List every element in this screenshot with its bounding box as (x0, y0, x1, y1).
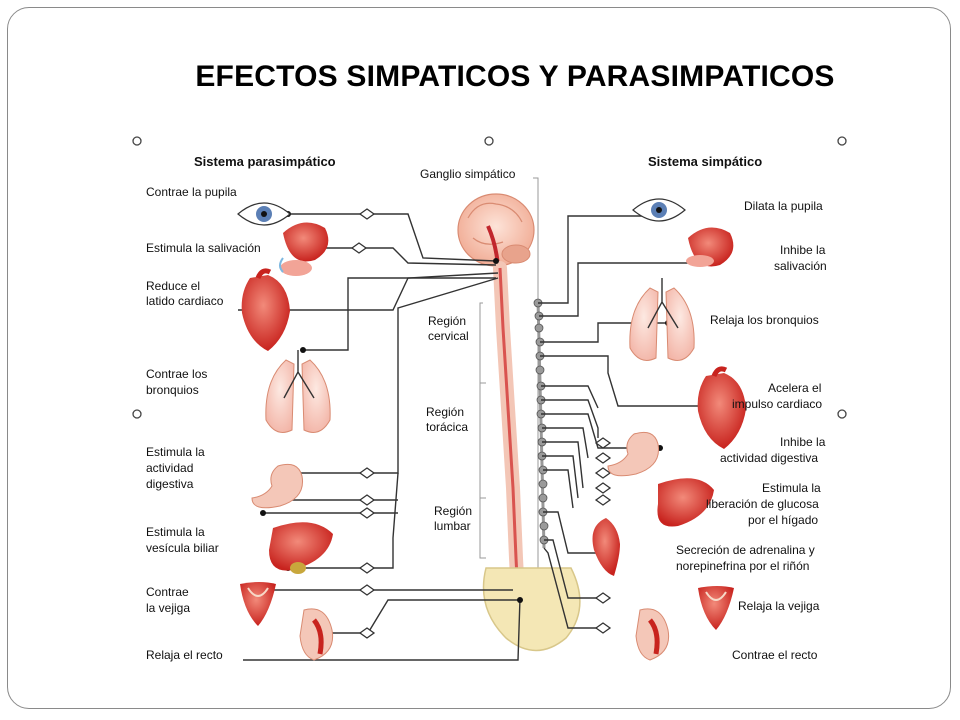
liver-icon-left (269, 522, 333, 574)
parasympathetic-heading: Sistema parasimpático (194, 154, 336, 169)
ganglion-label: Ganglio simpático (420, 167, 516, 181)
symp-label-heart-2: impulso cardiaco (732, 397, 822, 411)
salivary-gland-icon-left (279, 222, 329, 276)
symp-label-bladder: Relaja la vejiga (738, 599, 820, 613)
liver-icon-right (657, 478, 714, 527)
para-label-heart-2: latido cardiaco (146, 294, 224, 308)
sympathetic-wiring (538, 215, 703, 629)
region-thoracic-label-1: Región (426, 405, 464, 419)
symp-label-liver-2: liberación de glucosa (706, 497, 819, 511)
region-cervical-label-2: cervical (428, 329, 469, 343)
parasympathetic-ganglia (350, 208, 376, 639)
heart-icon-left (241, 268, 290, 351)
para-label-rectum: Relaja el recto (146, 648, 223, 662)
symp-label-kidney-1: Secreción de adrenalina y (676, 543, 815, 557)
slide-title: EFECTOS SIMPATICOS Y PARASIMPATICOS (195, 60, 835, 93)
para-label-pupil: Contrae la pupila (146, 185, 237, 199)
sympathetic-heading: Sistema simpático (648, 154, 762, 169)
symp-label-liver-3: por el hígado (748, 513, 818, 527)
para-label-bronchi-1: Contrae los (146, 367, 207, 381)
para-label-bronchi-2: bronquios (146, 383, 199, 397)
stomach-icon-left (251, 463, 304, 509)
para-label-gallbladder-2: vesícula biliar (146, 541, 219, 555)
symp-label-liver-1: Estimula la (762, 481, 821, 495)
sympathetic-labels: Dilata la pupila Inhibe la salivación Re… (676, 199, 827, 662)
lungs-icon-right (629, 278, 695, 361)
para-label-saliva: Estimula la salivación (146, 241, 261, 255)
para-label-digest-3: digestiva (146, 477, 194, 491)
symp-label-saliva-1: Inhibe la (780, 243, 826, 257)
brain-illustration (457, 193, 535, 267)
sympathetic-chain (533, 298, 549, 549)
symp-label-pupil: Dilata la pupila (744, 199, 823, 213)
region-cervical-label-1: Región (428, 314, 466, 328)
region-thoracic-label-2: torácica (426, 420, 468, 434)
slide-frame (7, 7, 951, 709)
region-lumbar-label-2: lumbar (434, 519, 471, 533)
para-label-heart-1: Reduce el (146, 279, 200, 293)
heart-icon-right (697, 366, 746, 449)
stomach-icon-right (607, 431, 660, 477)
region-lumbar-label-1: Región (434, 504, 472, 518)
selection-handles[interactable] (132, 136, 847, 419)
symp-label-digest-1: Inhibe la (780, 435, 826, 449)
nervous-system-diagram: Sistema parasimpático Sistema simpático … (128, 128, 852, 671)
para-label-bladder-2: la vejiga (146, 601, 190, 615)
parasympathetic-wiring (238, 213, 521, 661)
parasympathetic-labels: Contrae la pupila Estimula la salivación… (146, 185, 261, 662)
kidney-icon-right (592, 518, 620, 576)
para-label-digest-1: Estimula la (146, 445, 205, 459)
lungs-icon-left (265, 350, 331, 433)
bladder-icon-right (698, 586, 734, 630)
symp-label-saliva-2: salivación (774, 259, 827, 273)
salivary-gland-icon-right (686, 227, 734, 267)
symp-label-bronchi: Relaja los bronquios (710, 313, 819, 327)
eye-icon-right (632, 198, 686, 222)
rectum-icon-right (635, 608, 670, 661)
eye-icon-left (237, 202, 291, 226)
rectum-icon-left (299, 608, 334, 661)
para-label-gallbladder-1: Estimula la (146, 525, 205, 539)
symp-label-digest-2: actividad digestiva (720, 451, 818, 465)
symp-label-rectum: Contrae el recto (732, 648, 818, 662)
symp-label-kidney-2: norepinefrina por el riñón (676, 559, 809, 573)
symp-label-heart-1: Acelera el (768, 381, 821, 395)
para-label-bladder-1: Contrae (146, 585, 189, 599)
bladder-icon-left (240, 582, 276, 626)
para-label-digest-2: actividad (146, 461, 193, 475)
spine-illustration (482, 261, 581, 652)
sympathetic-ganglia (594, 437, 612, 634)
